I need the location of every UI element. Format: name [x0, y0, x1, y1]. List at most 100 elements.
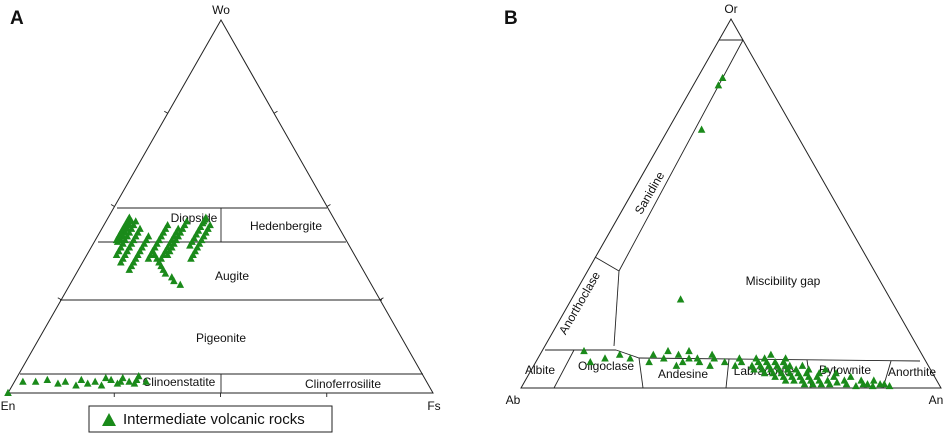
panel-a-data-points [4, 213, 214, 396]
apex-label-or: Or [724, 2, 737, 16]
data-point-b-82 [870, 376, 878, 384]
data-point-b-20 [731, 361, 739, 369]
data-point-a-123 [116, 377, 125, 385]
data-point-b-6 [586, 357, 595, 366]
field-label-albite: Albite [525, 363, 555, 377]
data-point-b-84 [664, 346, 672, 355]
data-point-a-39 [117, 258, 125, 266]
data-point-b-60 [825, 380, 834, 388]
data-point-b-2 [697, 125, 706, 133]
data-point-a-111 [31, 377, 40, 385]
panel-b-field-boundaries [545, 39, 921, 389]
data-point-b-22 [737, 357, 746, 366]
data-point-a-125 [125, 377, 133, 385]
data-point-b-78 [840, 376, 849, 384]
data-point-b-62 [842, 380, 851, 388]
legend: Intermediate volcanic rocks [88, 405, 333, 433]
data-point-b-29 [760, 369, 769, 377]
axis-tick-a-0-1 [164, 110, 168, 114]
data-point-a-19 [113, 237, 122, 245]
data-point-a-121 [107, 375, 115, 383]
data-point-b-58 [817, 380, 826, 388]
data-point-a-113 [54, 379, 62, 387]
data-point-b-70 [781, 354, 790, 362]
data-point-b-77 [832, 369, 840, 377]
data-point-b-73 [804, 365, 813, 373]
data-point-b-86 [693, 354, 702, 362]
data-point-b-85 [674, 350, 683, 358]
data-point-b-13 [678, 357, 687, 366]
panel-a-ticks [57, 110, 384, 397]
data-point-a-124 [118, 373, 127, 382]
data-point-b-71 [767, 350, 775, 358]
data-point-b-80 [857, 376, 865, 384]
apex-label-en: En [1, 399, 16, 413]
data-point-b-67 [885, 381, 894, 390]
data-point-b-65 [868, 381, 877, 390]
field-label-clinoenstatite: Clinoenstatite [143, 375, 216, 389]
panel-b: B Or Ab An Sanidine Miscibility gap Anor… [504, 2, 943, 407]
data-point-b-7 [615, 350, 624, 358]
data-point-b-3 [676, 295, 685, 303]
data-point-b-16 [706, 361, 714, 369]
data-point-b-46 [790, 376, 798, 384]
data-point-a-109 [176, 280, 185, 288]
field-label-clinoferrosilite: Clinoferrosilite [305, 377, 381, 391]
data-point-a-116 [77, 375, 86, 383]
field-label-miscibility-gap: Miscibility gap [746, 274, 821, 288]
data-point-b-35 [771, 372, 779, 380]
data-point-b-9 [645, 357, 653, 366]
data-point-a-122 [113, 379, 122, 387]
data-point-b-12 [672, 361, 681, 369]
data-point-a-128 [134, 372, 143, 380]
apex-label-an: An [929, 393, 944, 407]
data-point-a-119 [97, 381, 106, 389]
axis-tick-a-0-2 [110, 204, 115, 207]
panel-b-letter: B [504, 8, 518, 29]
data-point-a-117 [83, 379, 92, 387]
axis-tick-a-2-1 [379, 297, 384, 301]
data-point-b-74 [815, 369, 823, 377]
panel-a-letter: A [10, 8, 24, 29]
data-point-b-83 [880, 380, 889, 388]
data-point-b-72 [798, 361, 807, 369]
apex-label-ab: Ab [506, 393, 521, 407]
axis-tick-a-2-3 [273, 110, 278, 114]
data-point-b-10 [649, 350, 658, 358]
data-point-a-129 [142, 377, 150, 385]
data-point-b-14 [685, 354, 693, 362]
data-point-b-79 [846, 372, 855, 380]
data-point-b-24 [750, 365, 758, 373]
data-point-a-59 [144, 254, 153, 262]
data-point-a-49 [125, 265, 134, 273]
field-label-hedenbergite: Hedenbergite [250, 219, 322, 233]
data-point-b-76 [830, 372, 838, 380]
data-point-b-81 [863, 380, 872, 388]
data-point-b-18 [710, 354, 718, 362]
apex-label-fs: Fs [427, 399, 440, 413]
data-point-b-41 [781, 376, 790, 384]
panel-a-field-boundaries [20, 207, 423, 393]
data-point-a-106 [161, 269, 170, 277]
data-point-a-99 [186, 241, 194, 249]
field-label-andesine: Andesine [658, 367, 708, 381]
data-point-b-61 [833, 378, 841, 386]
data-point-b-55 [809, 380, 817, 388]
data-point-b-11 [660, 354, 668, 362]
data-point-a-120 [101, 373, 110, 382]
data-point-b-19 [720, 357, 729, 366]
legend-marker-icon [102, 413, 116, 426]
panel-b-data-points [580, 73, 894, 390]
data-point-a-79 [163, 250, 172, 258]
data-point-b-8 [626, 354, 634, 362]
data-point-b-15 [695, 357, 704, 366]
field-label-augite: Augite [215, 269, 249, 283]
data-point-b-69 [786, 361, 794, 369]
data-point-a-130 [4, 388, 12, 396]
field-label-anorthoclase: Anorthoclase [556, 269, 603, 337]
data-point-b-5 [601, 354, 609, 362]
data-point-a-126 [130, 379, 139, 387]
panel-a: A Wo En Fs Diopside Hedenbergite Augite … [1, 3, 441, 413]
data-point-a-110 [19, 377, 27, 385]
